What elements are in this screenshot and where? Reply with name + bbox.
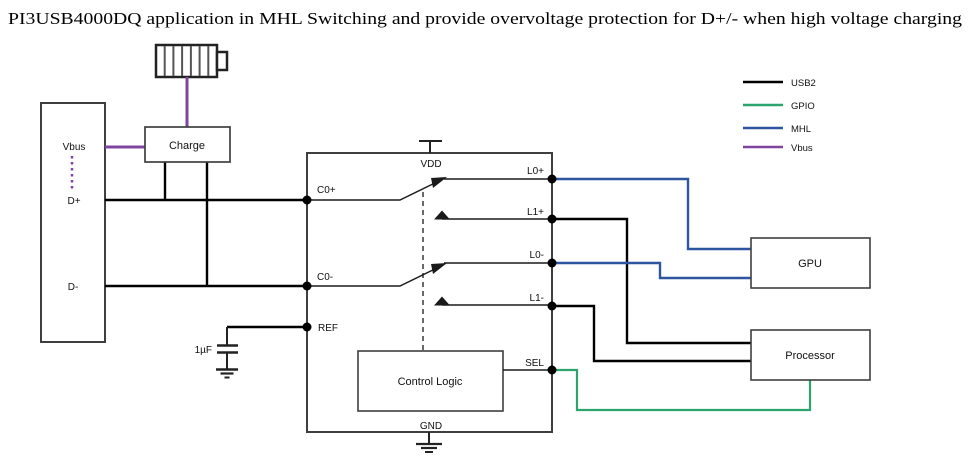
switch2-closed-contact — [431, 263, 447, 274]
gpu-box — [750, 237, 871, 289]
pin-label-dminus: D- — [68, 282, 79, 293]
pin-label-ref: REF — [318, 323, 338, 334]
switch1-closed-contact — [431, 177, 447, 188]
pin-label-l1p: L1+ — [527, 207, 544, 218]
gpu-label: GPU — [798, 258, 822, 270]
processor-box — [750, 329, 871, 381]
legend-label-vbus: Vbus — [791, 143, 813, 154]
pin-label-l0p: L0+ — [527, 166, 544, 177]
wire-l1p-processor — [552, 217, 751, 345]
switch2-open-contact — [434, 296, 450, 306]
pin-dot-ref — [302, 322, 312, 332]
capacitor — [216, 327, 238, 379]
legend-label-usb2: USB2 — [791, 78, 816, 89]
battery-terminal — [215, 50, 229, 72]
pin-label-gnd: GND — [420, 421, 442, 432]
legend-label-gpio: GPIO — [791, 101, 815, 112]
mhl-wires — [552, 177, 751, 280]
switch1-open-contact — [434, 210, 450, 220]
pin-label-vdd: VDD — [420, 159, 441, 170]
wire-l1m-processor — [552, 304, 751, 363]
switch-contacts — [431, 177, 450, 306]
control-logic-label: Control Logic — [398, 376, 463, 388]
pin-label-vbus: Vbus — [63, 142, 86, 153]
capacitor-value: 1µF — [195, 345, 212, 356]
battery-icon — [154, 43, 229, 79]
pin-dot-l1m — [547, 301, 557, 311]
wire-l0m-gpu — [552, 261, 751, 280]
pin-dot-l1p — [547, 214, 557, 224]
pin-label-l0m: L0- — [530, 250, 544, 261]
pin-dot-l0p — [547, 174, 557, 184]
charge-label: Charge — [169, 140, 205, 152]
legend: USB2 GPIO MHL Vbus — [743, 78, 816, 154]
pin-dot-l0m — [547, 258, 557, 268]
switch1-pole — [307, 179, 442, 201]
pin-label-l1m: L1- — [530, 293, 544, 304]
usb2-wires — [105, 162, 751, 363]
source-device-box — [40, 102, 106, 343]
gnd-symbol — [416, 432, 442, 453]
wire-sel-processor — [552, 368, 812, 412]
pin-dot-c0p — [302, 195, 312, 205]
switch-paths — [307, 178, 552, 306]
pin-label-dplus: D+ — [67, 196, 80, 207]
pin-label-c0p: C0+ — [317, 185, 336, 196]
page-title: PI3USB4000DQ application in MHL Switchin… — [8, 9, 963, 28]
wire-l0p-gpu — [552, 177, 751, 251]
pin-label-sel: SEL — [525, 358, 544, 369]
processor-label: Processor — [785, 350, 835, 362]
switch2-pole — [307, 265, 442, 287]
pin-dots — [302, 174, 557, 375]
charge-box — [144, 126, 231, 163]
pin-label-c0m: C0- — [317, 272, 333, 283]
pin-dot-c0m — [302, 281, 312, 291]
vdd-symbol — [419, 140, 442, 153]
pin-dot-sel — [547, 365, 557, 375]
legend-label-mhl: MHL — [791, 124, 811, 135]
control-logic-box — [357, 350, 504, 412]
